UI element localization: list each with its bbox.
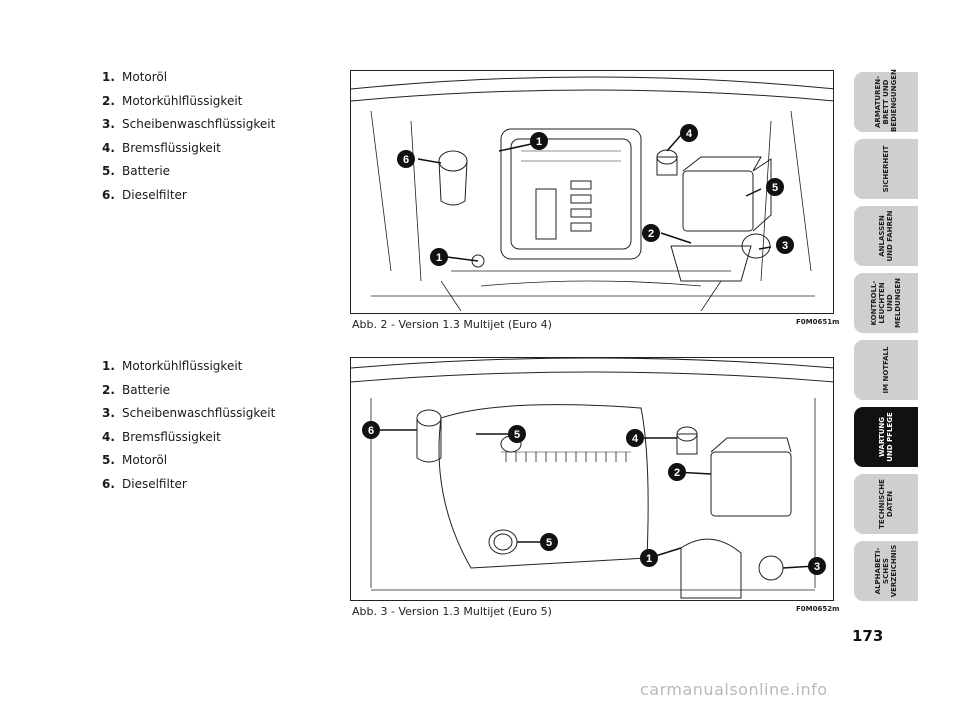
legend-item: 3.Scheibenwaschflüssigkeit [102,406,276,420]
callout-marker [397,150,415,168]
tab-wartung-active[interactable]: WARTUNG UND PFLEGE [854,407,918,467]
legend-item: 2.Batterie [102,382,171,397]
callout-marker [530,132,548,150]
callout-marker [508,425,526,443]
legend-item: 6.Dieselfilter [102,187,187,202]
callout-layer: 1 6 4 5 2 3 1 [397,124,794,266]
callout-number: 2 [674,467,680,479]
callout-marker [362,421,380,439]
engine-line-drawing [351,76,833,312]
callout-number: 5 [772,182,778,194]
tab-verzeichnis[interactable]: ALPHABETI- SCHES VERZEICHNIS [854,541,918,601]
callout-marker [668,463,686,481]
callout-layer: 6 5 4 2 5 1 3 [362,421,826,575]
callout-number: 3 [814,561,820,573]
figure-code: F0M0652m [796,605,840,613]
tab-im-notfall[interactable]: IM NOTFALL [854,340,918,400]
callout-number: 6 [403,154,409,166]
callout-marker [626,429,644,447]
callout-marker [640,549,658,567]
engine-bay-illustration-euro4: 1 6 4 5 2 3 1 [350,70,834,314]
callout-number: 4 [632,433,639,445]
callout-marker [766,178,784,196]
callout-marker [776,236,794,254]
callout-marker [680,124,698,142]
callout-marker [430,248,448,266]
legend-item: 1.Motorkühlflüssigkeit [102,359,243,373]
legend-item: 5.Motoröl [102,453,168,467]
callout-number: 5 [514,429,520,441]
callout-number: 1 [536,136,542,148]
legend-list-euro4: 1.Motoröl 2.Motorkühlflüssigkeit 3.Schei… [102,66,332,207]
callout-number: 3 [782,240,788,252]
legend-item: 2.Motorkühlflüssigkeit [102,93,243,108]
callout-number: 4 [686,128,693,140]
tab-technische-daten[interactable]: TECHNISCHE DATEN [854,474,918,534]
tab-armaturenbrett[interactable]: ARMATUREN- BRETT UND BEDIENGUNGEN [854,69,918,132]
tab-kontrollleuchten[interactable]: KONTROLL- LEUCHTEN UND MELDUNGEN [854,273,918,333]
callout-number: 2 [648,228,654,240]
tab-sicherheit[interactable]: SICHERHEIT [854,139,918,199]
tab-anlassen[interactable]: ANLASSEN UND FAHREN [854,206,918,266]
legend-item: 5.Batterie [102,164,171,178]
legend-list-euro5: 1.Motorkühlflüssigkeit 2.Batterie 3.Sche… [102,355,332,496]
legend-item: 3.Scheibenwaschflüssigkeit [102,117,276,131]
figure-caption: Abb. 3 - Version 1.3 Multijet (Euro 5) [352,605,552,618]
watermark: carmanualsonline.info [640,680,828,699]
legend-item: 4.Bremsflüssigkeit [102,140,221,155]
figure-code: F0M0651m [796,318,840,326]
callout-number: 6 [368,425,374,437]
legend-item: 4.Bremsflüssigkeit [102,429,221,444]
callout-number: 5 [546,537,552,549]
legend-item: 6.Dieselfilter [102,476,187,491]
callout-marker [642,224,660,242]
callout-marker [808,557,826,575]
callout-marker [540,533,558,551]
legend-item: 1.Motoröl [102,70,168,84]
figure-caption: Abb. 2 - Version 1.3 Multijet (Euro 4) [352,318,552,331]
engine-bay-illustration-euro5: 6 5 4 2 5 1 3 [350,357,834,601]
callout-number: 1 [646,553,652,565]
page-number: 173 [852,627,884,645]
callout-number: 1 [436,252,442,264]
